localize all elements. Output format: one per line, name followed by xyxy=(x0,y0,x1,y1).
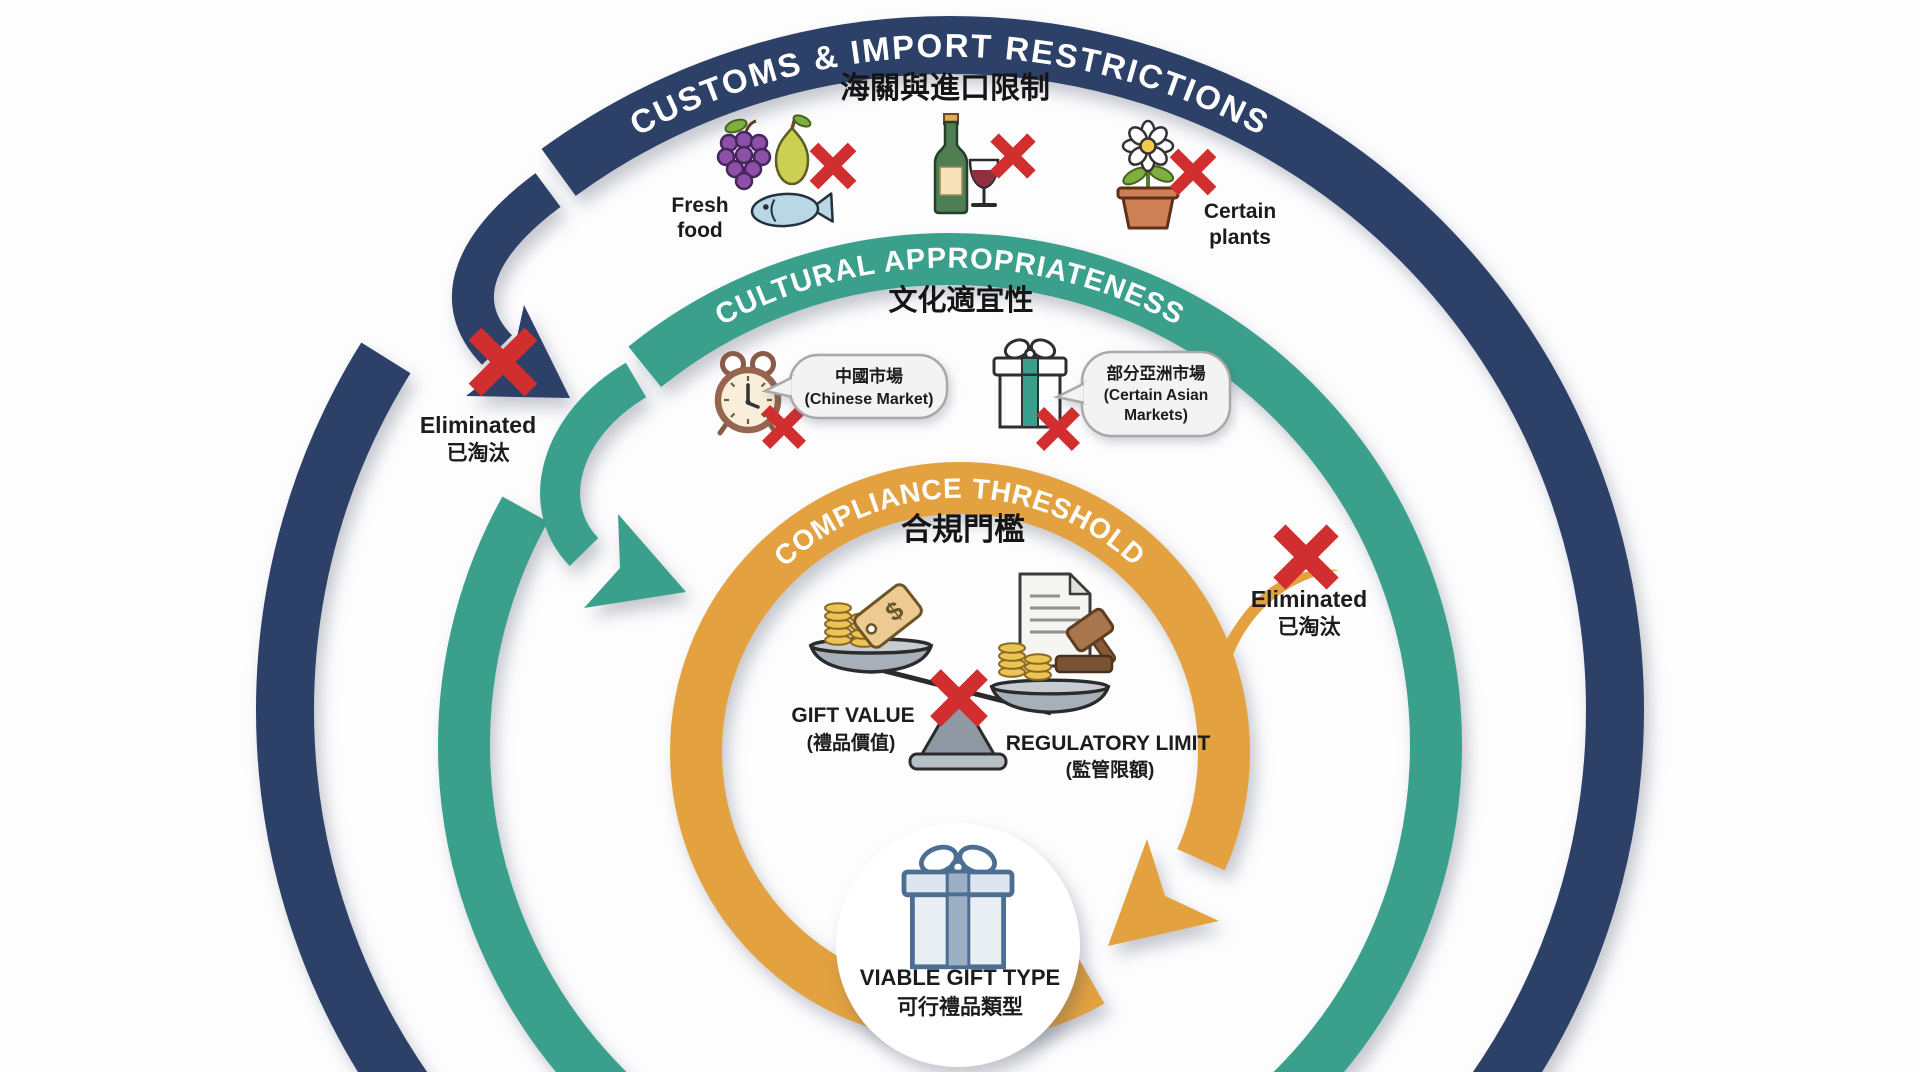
gift-value-label-en: GIFT VALUE xyxy=(791,704,914,727)
elimination-swoosh-orange xyxy=(1214,569,1340,668)
customs-example-plants: Certain plants xyxy=(1116,119,1276,249)
eliminated-right: Eliminated 已淘汰 xyxy=(1251,530,1367,639)
scale-base xyxy=(908,752,1008,771)
wine-bottle-icon xyxy=(933,113,969,215)
elimination-arrow-teal xyxy=(540,362,686,608)
gavel-icon xyxy=(1054,607,1117,674)
bubble-text-en: (Chinese Market) xyxy=(805,391,934,408)
eliminated-left-label-en: Eliminated xyxy=(420,412,536,438)
eliminated-right-label-en: Eliminated xyxy=(1251,586,1367,612)
eliminated-right-label-zh: 已淘汰 xyxy=(1278,615,1342,639)
potted-flower-icon xyxy=(1116,119,1180,230)
customs-ring-band xyxy=(256,16,1644,1072)
alarm-clock-icon xyxy=(714,351,782,436)
viable-gift-center: VIABLE GIFT TYPE 可行禮品類型 xyxy=(836,823,1080,1067)
viable-gift-label-en: VIABLE GIFT TYPE xyxy=(860,965,1060,990)
cultural-example-chinese-market: 中國市場 (Chinese Market) xyxy=(714,351,949,445)
customs-example-fresh-food: Fresh food xyxy=(671,114,852,242)
price-tag-icon: $ xyxy=(853,583,923,649)
bubble-text-zh: 部分亞洲市場 xyxy=(1107,363,1207,383)
cultural-ring-subtitle-zh: 文化適宜性 xyxy=(888,283,1033,317)
compliance-ring-subtitle-zh: 合規門檻 xyxy=(901,512,1025,547)
bubble-text-en-line1: (Certain Asian xyxy=(1104,387,1209,404)
bubble-text-zh: 中國市場 xyxy=(835,366,903,386)
viable-gift-label-zh: 可行禮品類型 xyxy=(897,995,1023,1019)
regulatory-limit-label-zh: (監管限額) xyxy=(1066,758,1155,781)
cultural-example-asian-markets: 部分亞洲市場 (Certain Asian Markets) xyxy=(992,338,1232,447)
gift-box-icon xyxy=(901,844,1015,970)
balance-scale-icon: $ GIFT VALUE (禮品價值) REGULATORY LIMI xyxy=(791,572,1211,781)
arrowhead-teal xyxy=(584,514,686,608)
bubble-text-en-line2: Markets) xyxy=(1124,407,1188,424)
customs-ring-subtitle-zh: 海關與進口限制 xyxy=(840,72,1050,105)
grapes-icon xyxy=(716,118,772,191)
customs-example-alcohol xyxy=(933,113,1031,215)
fish-icon xyxy=(750,192,834,228)
eliminated-left: Eliminated 已淘汰 xyxy=(420,334,536,465)
eliminated-left-label-zh: 已淘汰 xyxy=(447,441,511,465)
speech-bubble-chinese-market: 中國市場 (Chinese Market) xyxy=(761,353,949,420)
speech-bubble-asian-markets: 部分亞洲市場 (Certain Asian Markets) xyxy=(1053,350,1232,438)
pear-icon xyxy=(774,114,812,186)
certain-plants-label-line2: plants xyxy=(1209,226,1271,249)
gift-box-icon xyxy=(992,338,1068,429)
fresh-food-label-line2: food xyxy=(677,219,722,242)
certain-plants-label-line1: Certain xyxy=(1204,200,1276,223)
gift-value-label-zh: (禮品價值) xyxy=(807,731,896,754)
regulatory-limit-label-en: REGULATORY LIMIT xyxy=(1006,732,1211,755)
arrowhead-orange xyxy=(1108,839,1219,946)
fresh-food-label-line1: Fresh xyxy=(671,194,728,217)
cultural-ring-band xyxy=(438,233,1462,1072)
